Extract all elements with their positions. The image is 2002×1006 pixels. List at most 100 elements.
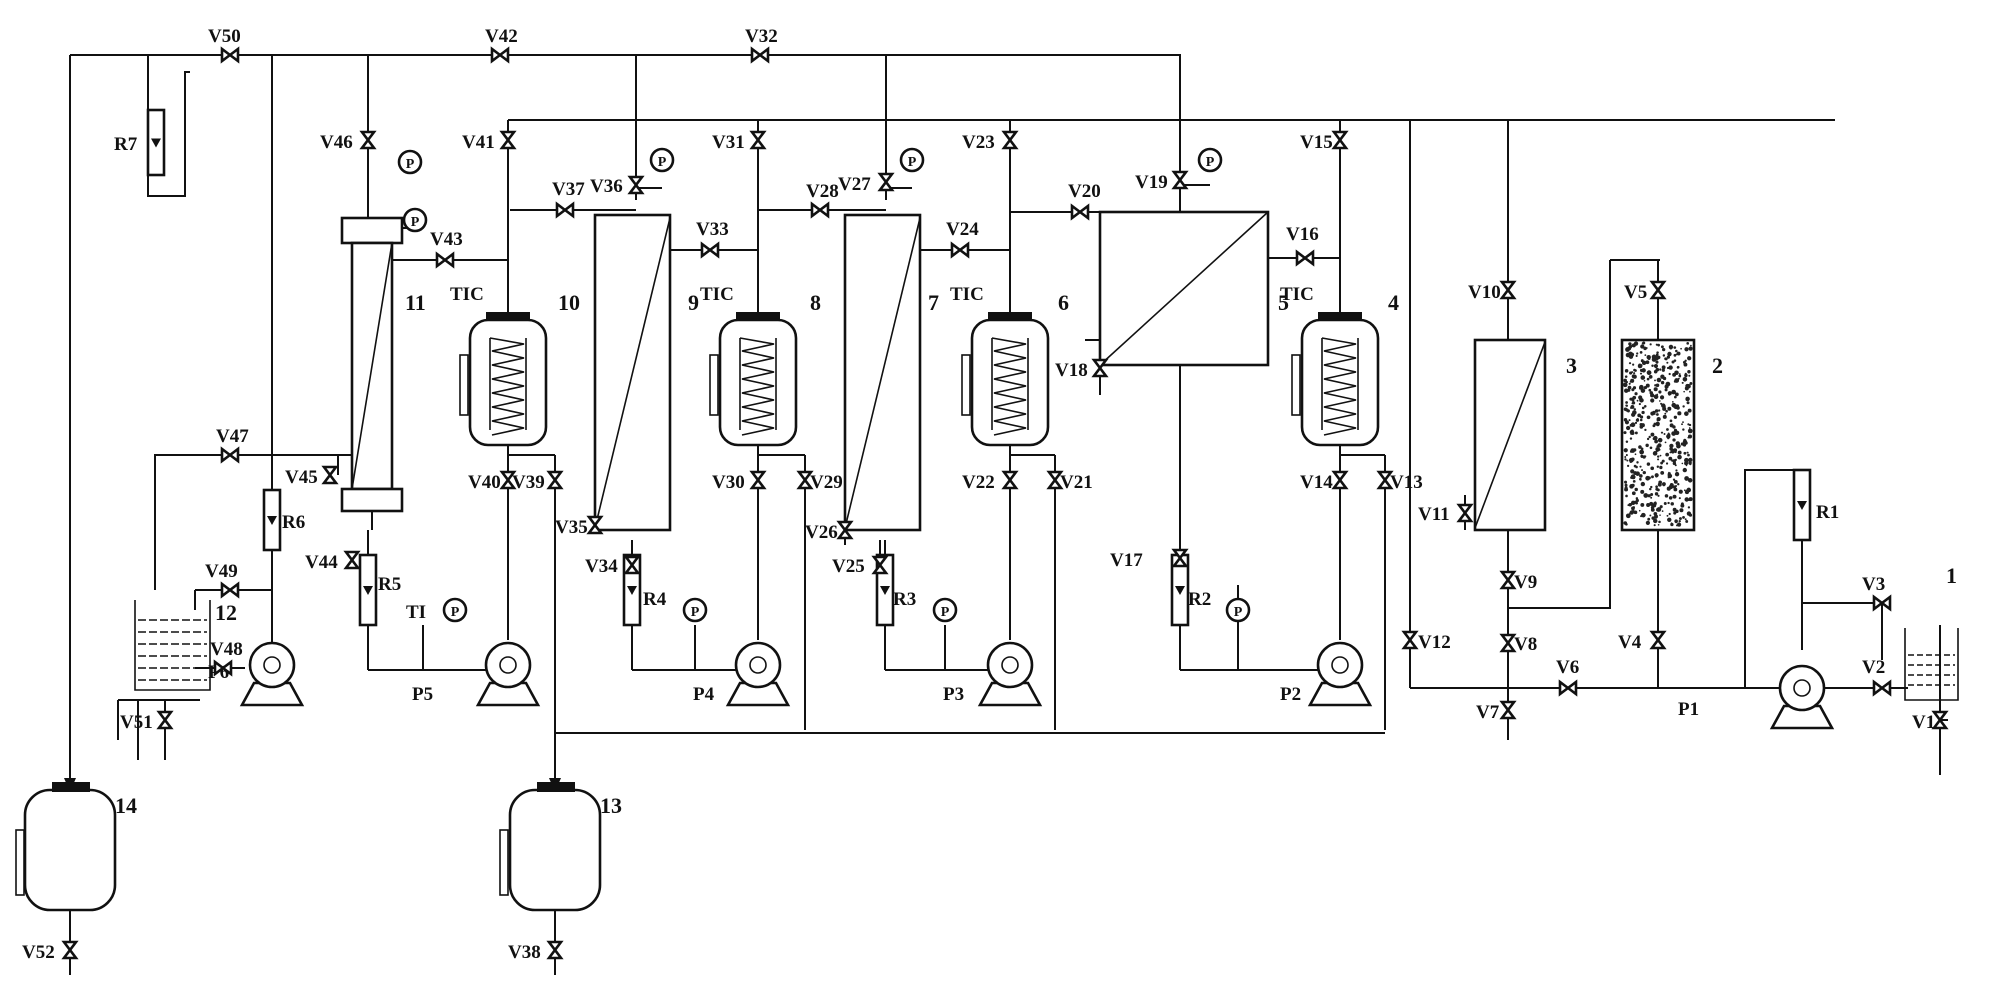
rotameter-r6 [262, 488, 282, 552]
valve-v42[interactable]: V42 [485, 26, 518, 64]
valve-v25[interactable]: V25 [832, 555, 889, 577]
svg-text:P: P [941, 605, 950, 620]
receiver-13 [499, 782, 602, 975]
valve-v41[interactable]: V41 [462, 130, 517, 153]
valve-v34[interactable]: V34 [585, 555, 641, 577]
valve-label: V11 [1418, 504, 1450, 525]
valve-v45[interactable]: V45 [285, 465, 339, 488]
valve-v26[interactable]: V26 [805, 520, 854, 543]
unit-labels: 1 2 3 4 5 6 7 8 9 10 11 12 13 14 [115, 290, 1957, 818]
valve-label: V1 [1912, 712, 1935, 733]
jacketed-reactors [459, 312, 1380, 447]
valve-v39[interactable]: V39 [512, 470, 564, 493]
svg-text:P: P [411, 215, 420, 230]
tic-6: TIC [950, 284, 984, 305]
valve-v32[interactable]: V32 [745, 26, 778, 64]
valve-label: V50 [208, 26, 241, 47]
valve-v21[interactable]: V21 [1046, 470, 1093, 493]
valve-label: V16 [1286, 224, 1319, 245]
valve-v37[interactable]: V37 [552, 179, 585, 219]
pressure-gauge: P [442, 597, 468, 623]
valve-v2[interactable]: V2 [1862, 657, 1892, 697]
ti-p5: TI [406, 602, 426, 623]
label-unit-13: 13 [600, 793, 622, 818]
valve-v16[interactable]: V16 [1286, 224, 1319, 267]
label-r5: R5 [378, 574, 401, 595]
svg-text:P: P [406, 157, 415, 172]
valve-label: V42 [485, 26, 518, 47]
valve-v31[interactable]: V31 [712, 130, 767, 153]
valve-v51[interactable]: V51 [120, 710, 174, 733]
valve-v18[interactable]: V18 [1055, 358, 1109, 381]
valve-v11[interactable]: V11 [1418, 503, 1474, 525]
valve-v23[interactable]: V23 [962, 130, 1019, 153]
valve-label: V49 [205, 561, 238, 582]
valve-v33[interactable]: V33 [696, 219, 729, 259]
valve-label: V7 [1476, 702, 1500, 723]
valve-v28[interactable]: V28 [806, 181, 839, 219]
valve-v46[interactable]: V46 [320, 130, 377, 153]
valve-v12[interactable]: V12 [1401, 630, 1451, 653]
valve-v15[interactable]: V15 [1300, 130, 1349, 153]
valve-v29[interactable]: V29 [796, 470, 843, 493]
valve-v35[interactable]: V35 [555, 515, 604, 538]
process-units [15, 210, 1959, 975]
label-unit-6: 6 [1058, 290, 1069, 315]
label-unit-10: 10 [558, 290, 580, 315]
valve-v36[interactable]: V36 [590, 175, 645, 197]
valve-v10[interactable]: V10 [1468, 280, 1517, 303]
valve-label: V22 [962, 472, 995, 493]
svg-text:P: P [691, 605, 700, 620]
valve-v7[interactable]: V7 [1476, 700, 1517, 723]
rotameter-r7 [146, 108, 166, 177]
valve-v47[interactable]: V47 [216, 426, 249, 464]
valve-v50[interactable]: V50 [208, 26, 241, 64]
valve-v8[interactable]: V8 [1499, 633, 1537, 655]
valve-v43[interactable]: V43 [430, 229, 463, 269]
label-unit-11: 11 [405, 290, 426, 315]
valve-label: V13 [1390, 472, 1423, 493]
valve-v30[interactable]: V30 [712, 470, 767, 493]
valve-v27[interactable]: V27 [838, 172, 895, 195]
valve-v3[interactable]: V3 [1862, 574, 1892, 612]
pump-p3 [977, 641, 1043, 707]
valve-v22[interactable]: V22 [962, 470, 1019, 493]
valve-v9[interactable]: V9 [1499, 570, 1537, 593]
valve-v1[interactable]: V1 [1912, 710, 1949, 733]
svg-text:P: P [908, 155, 917, 170]
valve-label: V26 [805, 522, 838, 543]
valve-v49[interactable]: V49 [205, 561, 240, 599]
valve-v6[interactable]: V6 [1556, 657, 1579, 697]
pressure-gauge: P [397, 149, 423, 175]
valve-v38[interactable]: V38 [508, 940, 564, 963]
rotameter-labels: R1 R2 R3 R4 R5 R6 R7 [114, 134, 1839, 610]
valve-v24[interactable]: V24 [946, 219, 979, 259]
valve-v19[interactable]: V19 [1135, 170, 1189, 193]
label-r4: R4 [643, 589, 667, 610]
valve-v20[interactable]: V20 [1068, 181, 1101, 221]
valve-v14[interactable]: V14 [1300, 470, 1349, 493]
valve-v17[interactable]: V17 [1110, 548, 1189, 571]
valve-label: V34 [585, 556, 618, 577]
valve-v5[interactable]: V5 [1624, 280, 1667, 303]
valve-v52[interactable]: V52 [22, 940, 79, 963]
valve-label: V35 [555, 517, 588, 538]
valve-v44[interactable]: V44 [305, 550, 361, 573]
valve-v13[interactable]: V13 [1376, 470, 1423, 493]
valve-label: V3 [1862, 574, 1885, 595]
valve-label: V47 [216, 426, 249, 447]
pressure-gauge: P [1197, 147, 1223, 173]
valve-v48[interactable]: V48 [210, 639, 243, 677]
valve-v40[interactable]: V40 [468, 470, 517, 493]
label-r6: R6 [282, 512, 305, 533]
tic-10: TIC [450, 284, 484, 305]
label-unit-5: 5 [1278, 290, 1289, 315]
label-unit-9: 9 [688, 290, 699, 315]
valve-label: V41 [462, 132, 495, 153]
valve-label: V9 [1514, 572, 1537, 593]
feed-tank-1 [1904, 628, 1959, 701]
valve-v4[interactable]: V4 [1618, 630, 1667, 653]
valve-label: V19 [1135, 172, 1168, 193]
tic-8: TIC [700, 284, 734, 305]
